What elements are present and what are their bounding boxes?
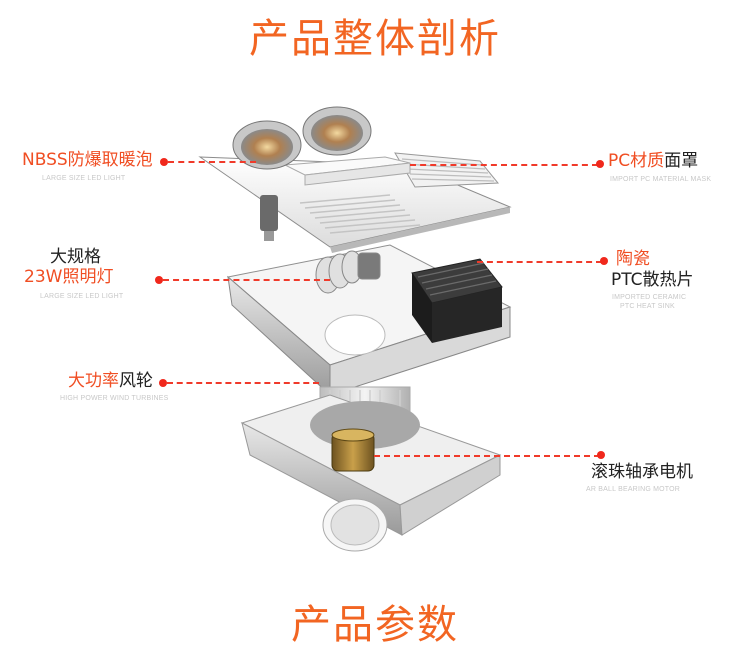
section-title-parameters: 产品参数 (291, 602, 459, 648)
callout-mask-label-dark: 面罩 (664, 151, 699, 171)
callout-light-label: 23W照明灯 (24, 267, 114, 287)
callout-ptc-dot (600, 257, 608, 265)
callout-light-subtitle: LARGE SIZE LED LIGHT (40, 293, 124, 300)
page-title: 产品整体剖析 (249, 16, 501, 62)
callout-motor-leader (374, 455, 600, 457)
callout-ptc-leader (477, 261, 602, 263)
callout-lamp-dot (160, 158, 168, 166)
callout-mask-subtitle: IMPORT PC MATERIAL MASK (610, 176, 712, 183)
callout-lamp-subtitle: LARGE SIZE LED LIGHT (42, 175, 126, 182)
callout-lamp-label: NBSS防爆取暖泡 (22, 150, 153, 170)
callout-ptc-subtitle-1: IMPORTED CERAMIC (612, 294, 687, 301)
pc-mask-panel (198, 106, 512, 253)
motor-housing (240, 394, 502, 552)
callout-mask-label-orange: PC材质 (608, 151, 665, 171)
callout-mask-label: PC材质面罩 (608, 151, 698, 171)
callout-motor-label: 滚珠轴承电机 (591, 462, 693, 482)
callout-mask-leader (410, 164, 598, 166)
callout-lamp-leader (168, 161, 256, 163)
callout-fan-subtitle: HIGH POWER WIND TURBINES (60, 395, 169, 402)
callout-light-label-top: 大规格 (50, 247, 101, 267)
callout-fan-label-dark: 风轮 (119, 371, 153, 391)
callout-ptc-label: 陶瓷 (616, 249, 650, 269)
callout-fan-label-orange: 大功率 (68, 371, 119, 391)
callout-fan-dot (159, 379, 167, 387)
heater-box (226, 244, 512, 397)
callout-mask-dot (596, 160, 604, 168)
callout-motor-dot (597, 451, 605, 459)
callout-ptc-subtitle-2: PTC HEAT SINK (620, 303, 675, 310)
callout-motor-subtitle: AR BALL BEARING MOTOR (586, 486, 681, 493)
callout-ptc-label-dark: PTC散热片 (611, 270, 694, 290)
callout-light-leader (163, 279, 330, 281)
callout-fan-leader (167, 382, 319, 384)
callout-fan-label: 大功率风轮 (68, 371, 153, 391)
callout-light-dot (155, 276, 163, 284)
product-exploded-view (198, 106, 512, 552)
